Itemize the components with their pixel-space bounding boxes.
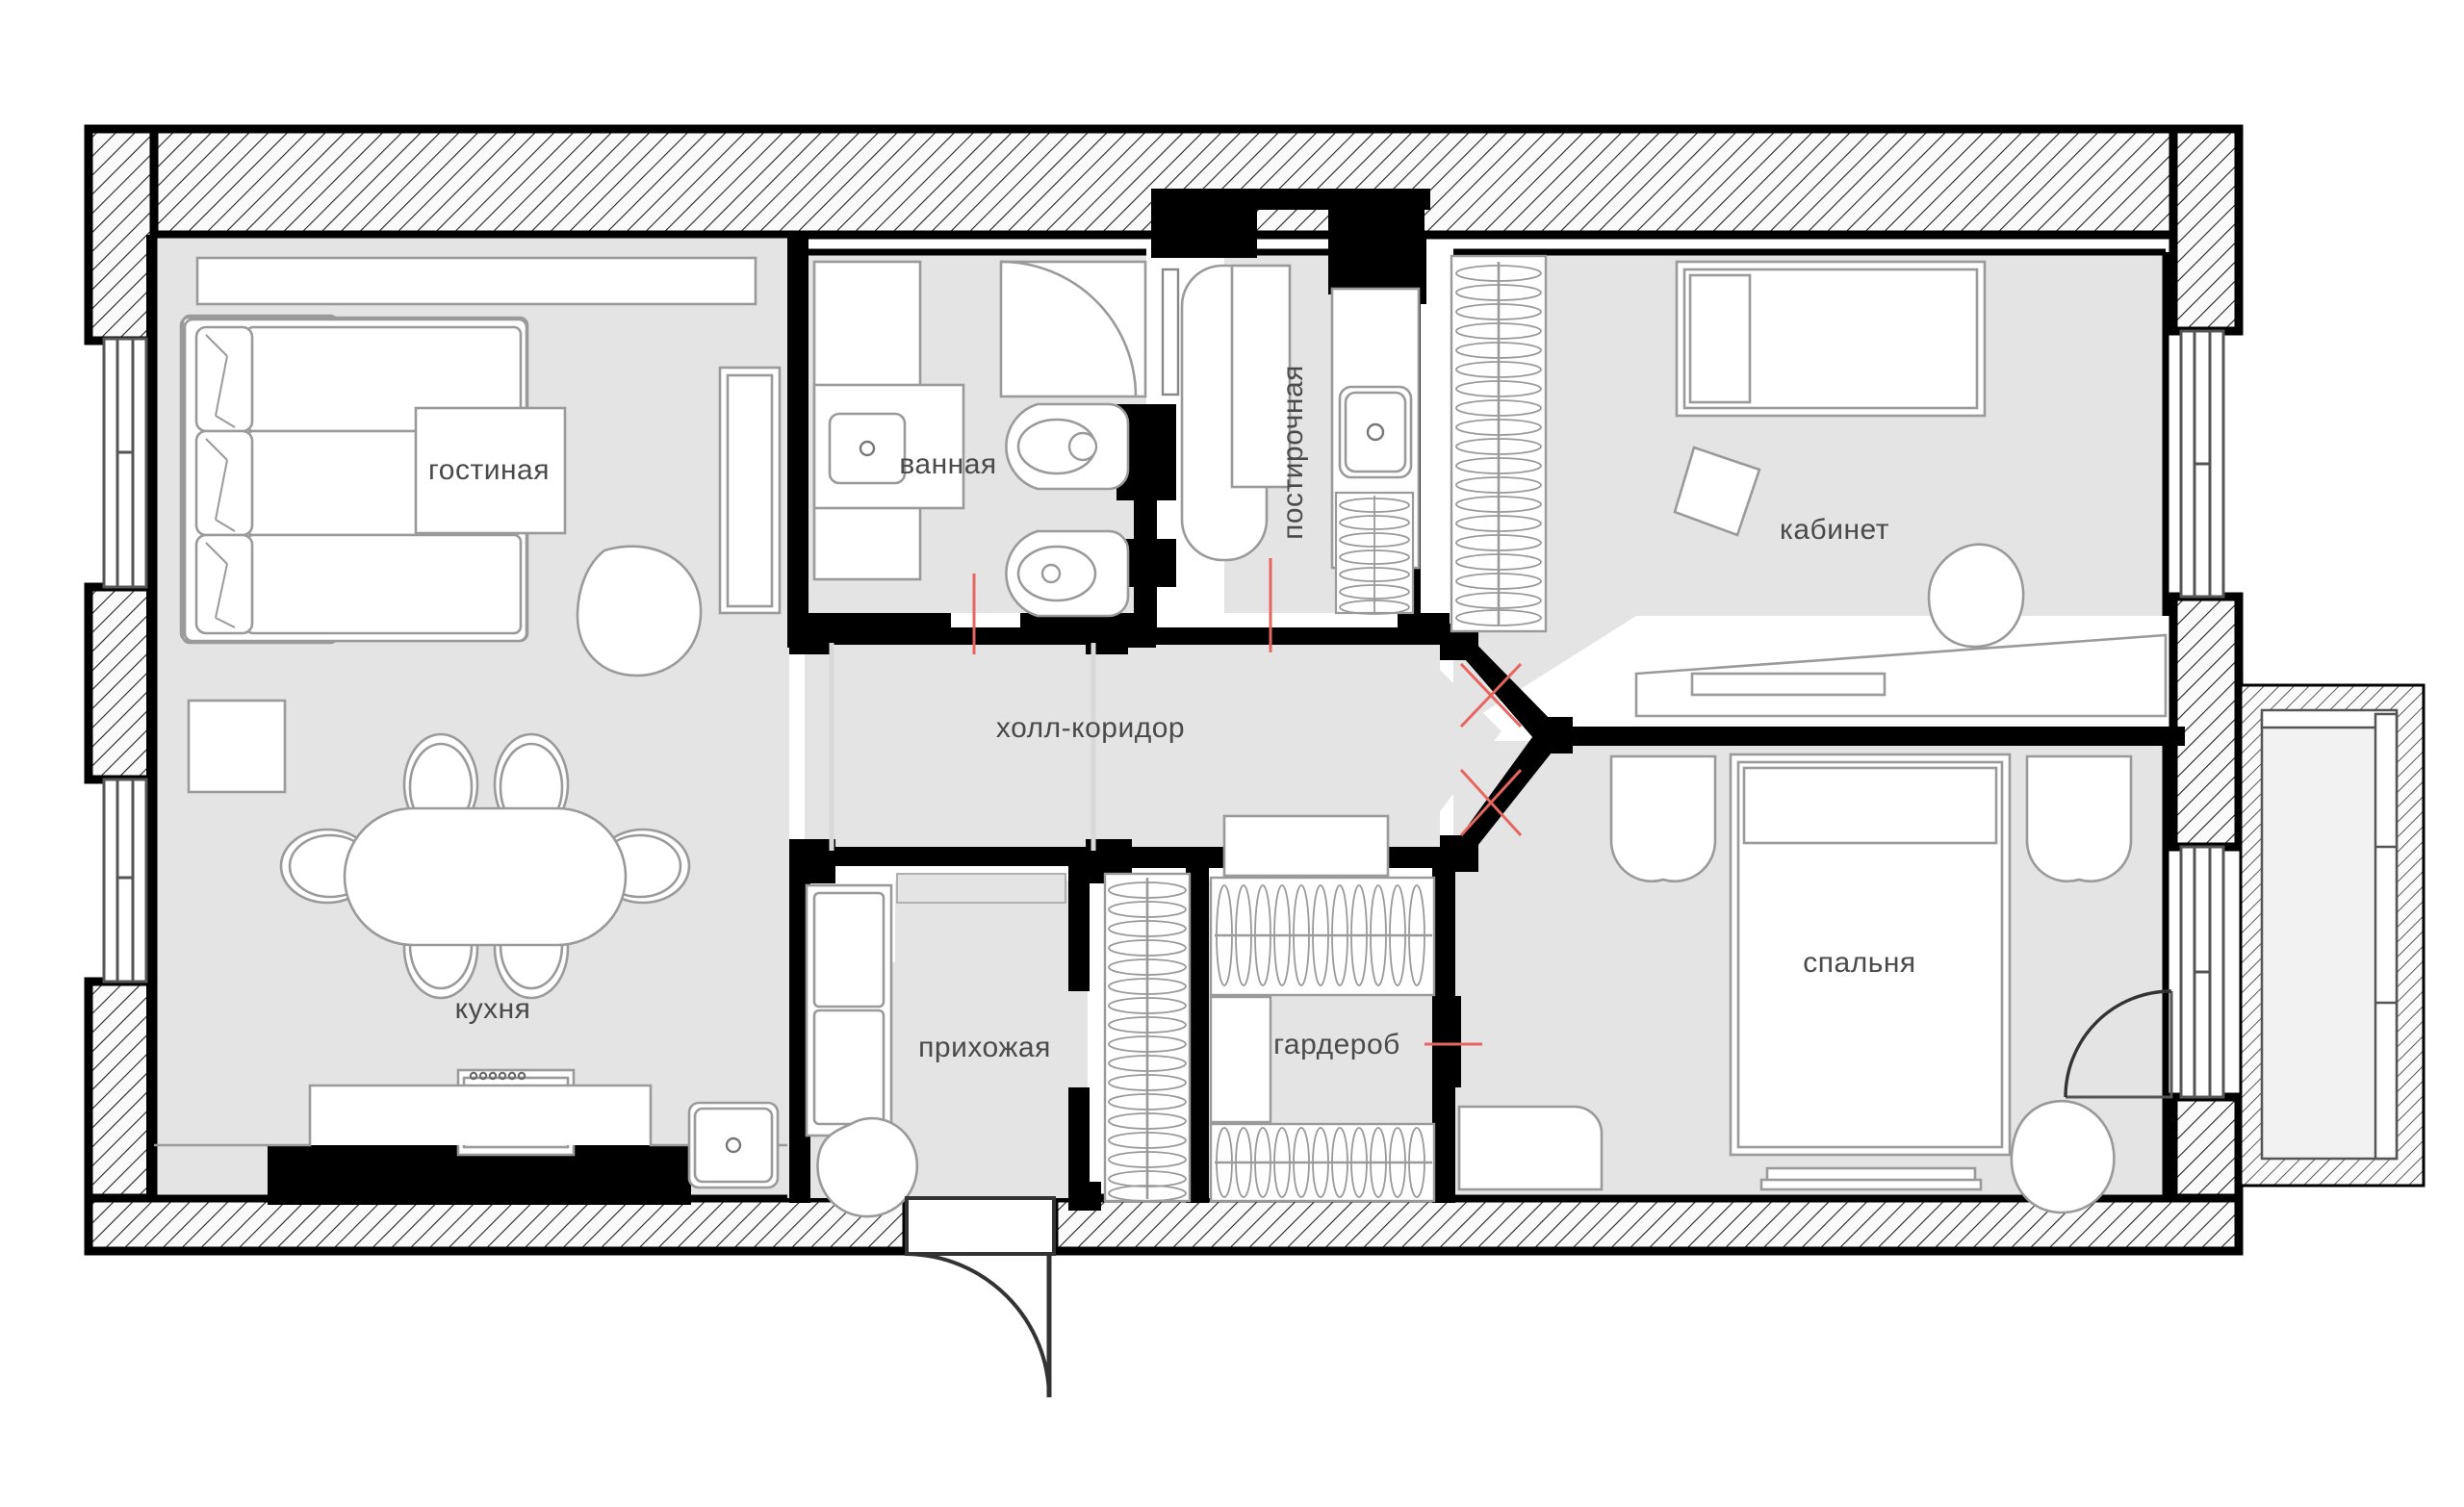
hall-console [1222, 814, 1390, 878]
door-swing-markers [1459, 662, 1523, 837]
window-left-lower [102, 778, 148, 983]
study-furniture [1634, 260, 2168, 718]
room-label-bathroom: ванная [899, 448, 997, 480]
exterior-wall-bottom [84, 1193, 2244, 1256]
room-label-study: кабинет [1780, 514, 1889, 546]
wall-inner-lines [150, 231, 2169, 1202]
hall-sliding-doors[interactable] [829, 643, 1096, 851]
living-room-furniture [179, 256, 782, 794]
room-label-entry: прихожая [918, 1032, 1051, 1063]
door-marker-lines [972, 558, 1482, 1046]
laundry-fixtures [1230, 264, 1421, 615]
room-label-hall: холл-коридор [995, 712, 1186, 744]
room-label-kitchen: кухня [454, 993, 531, 1025]
room-label-bedroom: спальня [1803, 947, 1916, 979]
kitchen-furniture [154, 732, 787, 1189]
bathroom-fixtures [812, 260, 1269, 618]
window-right-lower [2179, 845, 2225, 1099]
room-label-closet: гардероб [1273, 1029, 1400, 1060]
room-label-laundry: постирочная [1277, 365, 1309, 540]
window-left-upper [102, 337, 148, 589]
window-right-upper [2179, 329, 2225, 599]
closet-furniture [1209, 876, 1436, 1203]
study-wardrobe [1450, 254, 1548, 633]
entrance-door[interactable] [905, 1196, 1056, 1398]
bedroom-furniture [1457, 753, 2173, 1214]
entry-furniture [805, 873, 1066, 1218]
balcony [2239, 683, 2426, 1188]
room-label-living: гостиная [428, 454, 550, 486]
exterior-wall-left [84, 124, 159, 1227]
entry-wardrobe-hanging [1103, 872, 1192, 1203]
